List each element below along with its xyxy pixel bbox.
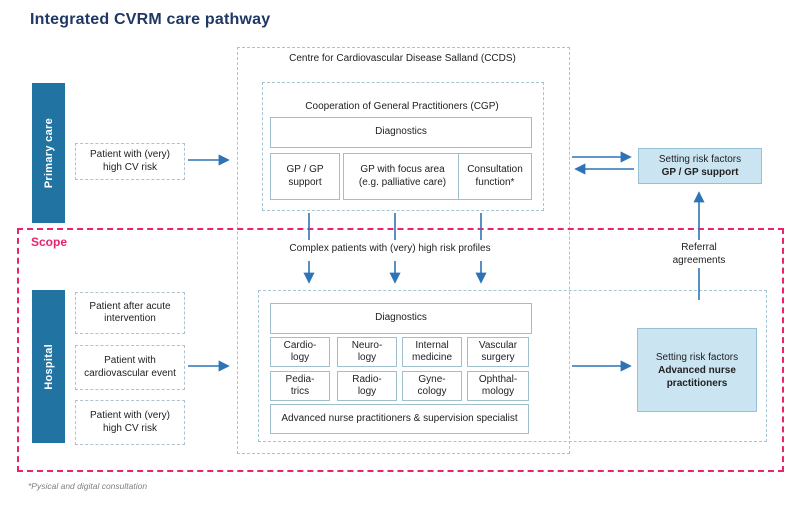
footnote: *Pysical and digital consultation [28,481,148,491]
gp-support-box: GP / GP support [270,153,340,200]
specialty-neurology-box: Neuro- logy [337,337,397,367]
cgp-box [262,82,544,211]
specialty-radiology-box: Radio- logy [337,371,397,401]
setting-risk-factors-gp-box: Setting risk factors GP / GP support [638,148,762,184]
patient-high-cv-risk-hospital-box: Patient with (very) high CV risk [75,400,185,445]
setting-gp-line1: Setting risk factors [658,154,742,165]
specialty-ophthalmology-box: Ophthal- mology [467,371,529,401]
patient-after-acute-intervention-box: Patient after acute intervention [75,292,185,334]
advanced-nurse-practitioners-box: Advanced nurse practitioners & supervisi… [270,404,529,434]
specialty-internal-medicine-box: Internal medicine [402,337,462,367]
setting-anp-line2: Advanced nurse practitioners [658,364,736,389]
hospital-wide-box [258,290,767,442]
ccds-label: Centre for Cardiovascular Disease Sallan… [289,53,516,64]
patient-high-cv-risk-box: Patient with (very) high CV risk [75,143,185,180]
patient-cardiovascular-event-box: Patient with cardiovascular event [75,345,185,390]
lane-primary-care: Primary care [32,83,65,223]
gp-focus-area-box: GP with focus area (e.g. palliative care… [343,153,462,200]
scope-box [17,228,784,472]
setting-risk-factors-anp-box: Setting risk factors Advanced nurse prac… [637,328,757,412]
complex-patients-text: Complex patients with (very) high risk p… [289,243,491,254]
setting-anp-line1: Setting risk factors [655,351,739,363]
specialty-cardiology-box: Cardio- logy [270,337,330,367]
hospital-diagnostics-box: Diagnostics [270,303,532,334]
lane-primary-care-label: Primary care [42,117,55,189]
setting-gp-line2: GP / GP support [661,167,739,178]
cgp-diagnostics-box: Diagnostics [270,117,532,148]
cgp-label: Cooperation of General Practitioners (CG… [305,101,499,112]
lane-hospital: Hospital [32,290,65,443]
specialty-gynecology-box: Gyne- cology [402,371,462,401]
specialty-pediatrics-box: Pedia- trics [270,371,330,401]
referral-agreements-text: Referral agreements [649,241,749,267]
page-title: Integrated CVRM care pathway [30,11,271,28]
consultation-function-box: Consultation function* [458,153,532,200]
ccds-outer-box [237,47,570,454]
scope-label: Scope [31,235,68,249]
specialty-vascular-surgery-box: Vascular surgery [467,337,529,367]
